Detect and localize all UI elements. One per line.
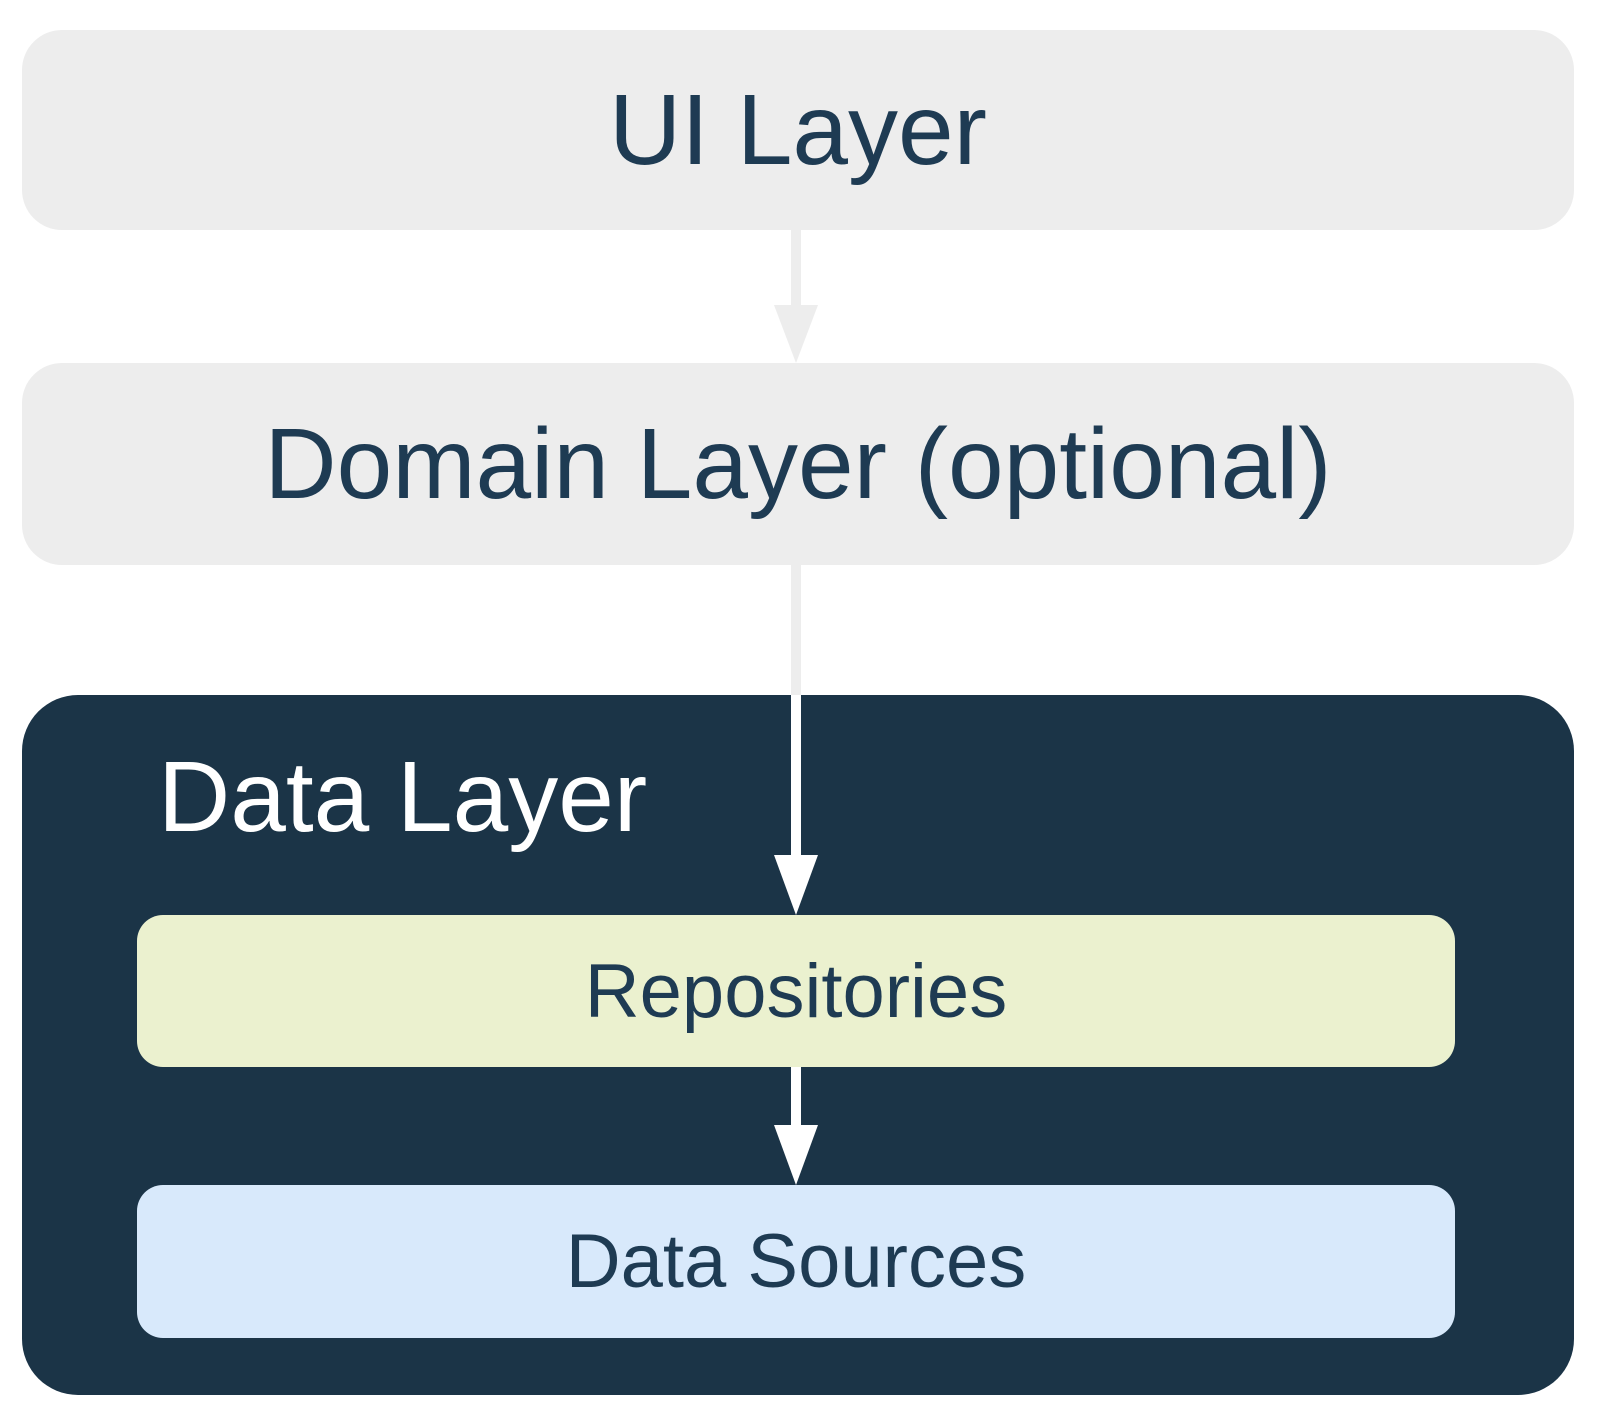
arrow-shaft: [791, 695, 801, 856]
repositories-label: Repositories: [584, 948, 1008, 1034]
domain-layer-label: Domain Layer (optional): [264, 407, 1332, 520]
arrow-shaft: [791, 565, 801, 695]
arrow-head: [774, 1125, 818, 1185]
arrow-head: [774, 855, 818, 915]
data-sources-box: Data Sources: [137, 1185, 1455, 1338]
arrow-shaft: [791, 230, 801, 306]
domain-layer-box: Domain Layer (optional): [22, 363, 1574, 565]
data-layer-label: Data Layer: [158, 741, 648, 853]
arrow-shaft: [791, 1067, 801, 1126]
ui-layer-label: UI Layer: [609, 73, 987, 186]
arrow-head: [774, 305, 818, 363]
data-sources-label: Data Sources: [565, 1219, 1027, 1304]
repositories-box: Repositories: [137, 915, 1455, 1067]
ui-layer-box: UI Layer: [22, 30, 1574, 230]
